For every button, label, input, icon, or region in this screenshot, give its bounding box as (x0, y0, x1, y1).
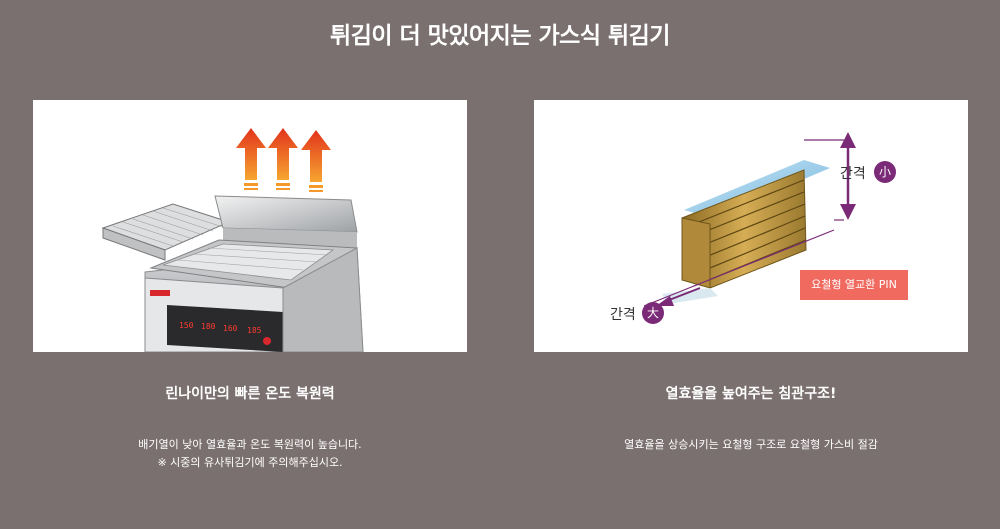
left-caption: 린나이만의 빠른 온도 복원력 (165, 386, 335, 402)
fryer-basket (101, 203, 231, 261)
heat-arrows-icon (236, 128, 331, 192)
display-value-4: 185 (247, 326, 262, 335)
left-description: 배기열이 낮아 열효율과 온도 복원력이 높습니다. ※ 시중의 유사튀김기에 … (33, 436, 467, 472)
fryer-illustration: 150 180 160 185 (101, 128, 364, 352)
display-value-2: 180 (201, 322, 216, 331)
gap-small-label: 간격 (840, 166, 866, 182)
left-desc-line1: 배기열이 낮아 열효율과 온도 복원력이 높습니다. (138, 438, 362, 451)
gap-large-badge: 大 (642, 302, 664, 324)
right-desc-line1: 열효율을 상승시키는 요철형 구조로 요철형 가스비 절감 (624, 438, 878, 451)
right-description: 열효율을 상승시키는 요철형 구조로 요철형 가스비 절감 (534, 436, 968, 454)
gap-small-arrow-icon (840, 132, 856, 220)
heat-exchanger-panel: 간격 小 간격 大 요철형 열교환 PIN (534, 100, 968, 352)
fryer-image-panel: 150 180 160 185 (33, 100, 467, 352)
page-title: 튀김이 더 맛있어지는 가스식 튀김기 (330, 23, 670, 49)
gap-small-badge: 小 (874, 161, 896, 183)
display-value-1: 150 (179, 321, 194, 330)
gap-large-arrow-icon (656, 287, 701, 306)
right-caption: 열효율을 높여주는 침관구조! (665, 386, 837, 402)
heat-exchanger-pin (681, 169, 807, 289)
display-value-3: 160 (223, 324, 238, 333)
pin-label-badge: 요철형 열교환 PIN (800, 270, 908, 300)
left-desc-line2: ※ 시중의 유사튀김기에 주의해주십시오. (157, 456, 343, 469)
heat-exchanger-illustration (643, 132, 856, 307)
gap-large-label: 간격 (610, 307, 636, 323)
